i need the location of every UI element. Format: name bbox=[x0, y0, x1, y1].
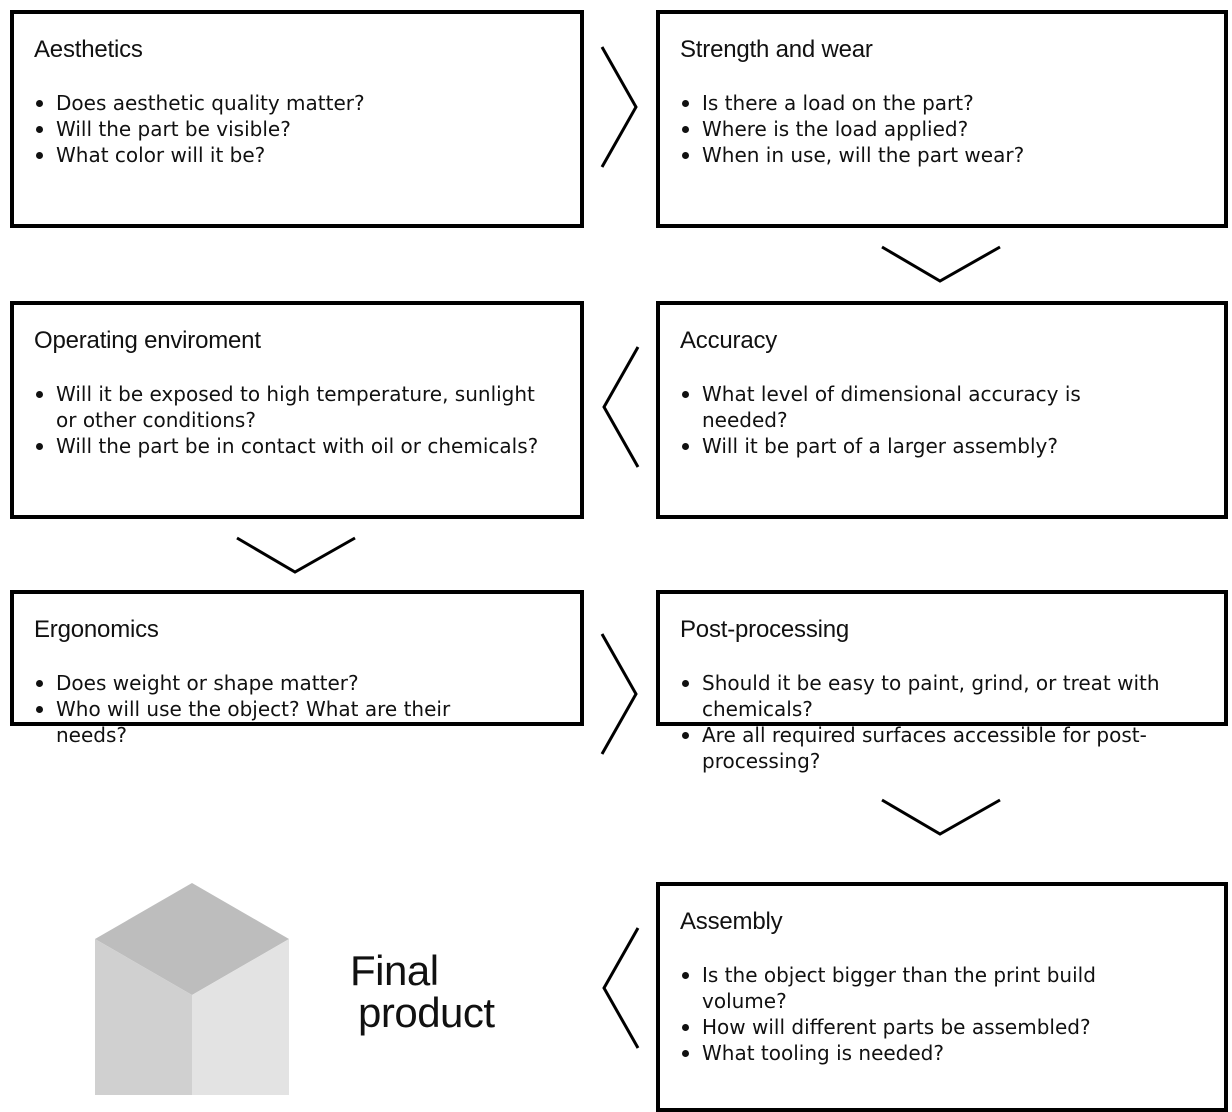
step-title: Operating enviroment bbox=[34, 327, 261, 354]
chevron-down-icon bbox=[235, 534, 359, 578]
question-item: Will it be exposed to high temperature, … bbox=[34, 381, 560, 433]
chevron-left-icon bbox=[598, 926, 642, 1051]
question-item: Where is the load applied? bbox=[680, 116, 1204, 142]
question-item: Is the object bigger than the print buil… bbox=[680, 962, 1150, 1014]
question-list: Is the object bigger than the print buil… bbox=[680, 962, 1150, 1066]
step-title: Aesthetics bbox=[34, 36, 143, 63]
step-title: Strength and wear bbox=[680, 36, 873, 63]
question-item: Should it be easy to paint, grind, or tr… bbox=[680, 670, 1180, 722]
step-aesthetics: Aesthetics Does aesthetic quality matter… bbox=[10, 10, 584, 228]
question-list: Will it be exposed to high temperature, … bbox=[34, 381, 560, 459]
cube-icon bbox=[95, 883, 289, 1099]
final-product-line: product bbox=[358, 989, 495, 1036]
question-item: Will the part be visible? bbox=[34, 116, 560, 142]
step-title: Post-processing bbox=[680, 616, 850, 643]
chevron-right-icon bbox=[598, 45, 642, 170]
question-list: Is there a load on the part? Where is th… bbox=[680, 90, 1204, 168]
question-item: When in use, will the part wear? bbox=[680, 142, 1204, 168]
question-item: What tooling is needed? bbox=[680, 1040, 1150, 1066]
question-item: Will the part be in contact with oil or … bbox=[34, 433, 560, 459]
chevron-down-icon bbox=[880, 243, 1004, 287]
question-item: Who will use the object? What are their … bbox=[34, 696, 454, 748]
question-item: Does aesthetic quality matter? bbox=[34, 90, 560, 116]
question-item: What color will it be? bbox=[34, 142, 560, 168]
step-accuracy: Accuracy What level of dimensional accur… bbox=[656, 301, 1228, 519]
step-post-processing: Post-processing Should it be easy to pai… bbox=[656, 590, 1228, 773]
final-product-line: Final bbox=[350, 947, 439, 994]
question-list: Does aesthetic quality matter? Will the … bbox=[34, 90, 560, 168]
question-list: Does weight or shape matter? Who will us… bbox=[34, 670, 454, 748]
step-title: Ergonomics bbox=[34, 616, 159, 643]
step-assembly: Assembly Is the object bigger than the p… bbox=[656, 882, 1228, 1112]
question-item: What level of dimensional accuracy is ne… bbox=[680, 381, 1120, 433]
step-ergonomics-content-box: Ergonomics Does weight or shape matter? … bbox=[10, 590, 584, 747]
question-item: Is there a load on the part? bbox=[680, 90, 1204, 116]
step-title: Accuracy bbox=[680, 327, 778, 354]
question-item: Are all required surfaces accessible for… bbox=[680, 722, 1180, 774]
question-list: What level of dimensional accuracy is ne… bbox=[680, 381, 1120, 459]
chevron-down-icon bbox=[880, 796, 1004, 840]
final-product-label: Final product bbox=[350, 950, 550, 1034]
question-list: Should it be easy to paint, grind, or tr… bbox=[680, 670, 1180, 774]
question-item: How will different parts be assembled? bbox=[680, 1014, 1150, 1040]
question-item: Will it be part of a larger assembly? bbox=[680, 433, 1120, 459]
chevron-left-icon bbox=[598, 345, 642, 470]
chevron-right-icon bbox=[598, 632, 642, 757]
step-title: Assembly bbox=[680, 908, 783, 935]
step-operating-environment: Operating enviroment Will it be exposed … bbox=[10, 301, 584, 519]
step-strength-and-wear: Strength and wear Is there a load on the… bbox=[656, 10, 1228, 228]
question-item: Does weight or shape matter? bbox=[34, 670, 454, 696]
